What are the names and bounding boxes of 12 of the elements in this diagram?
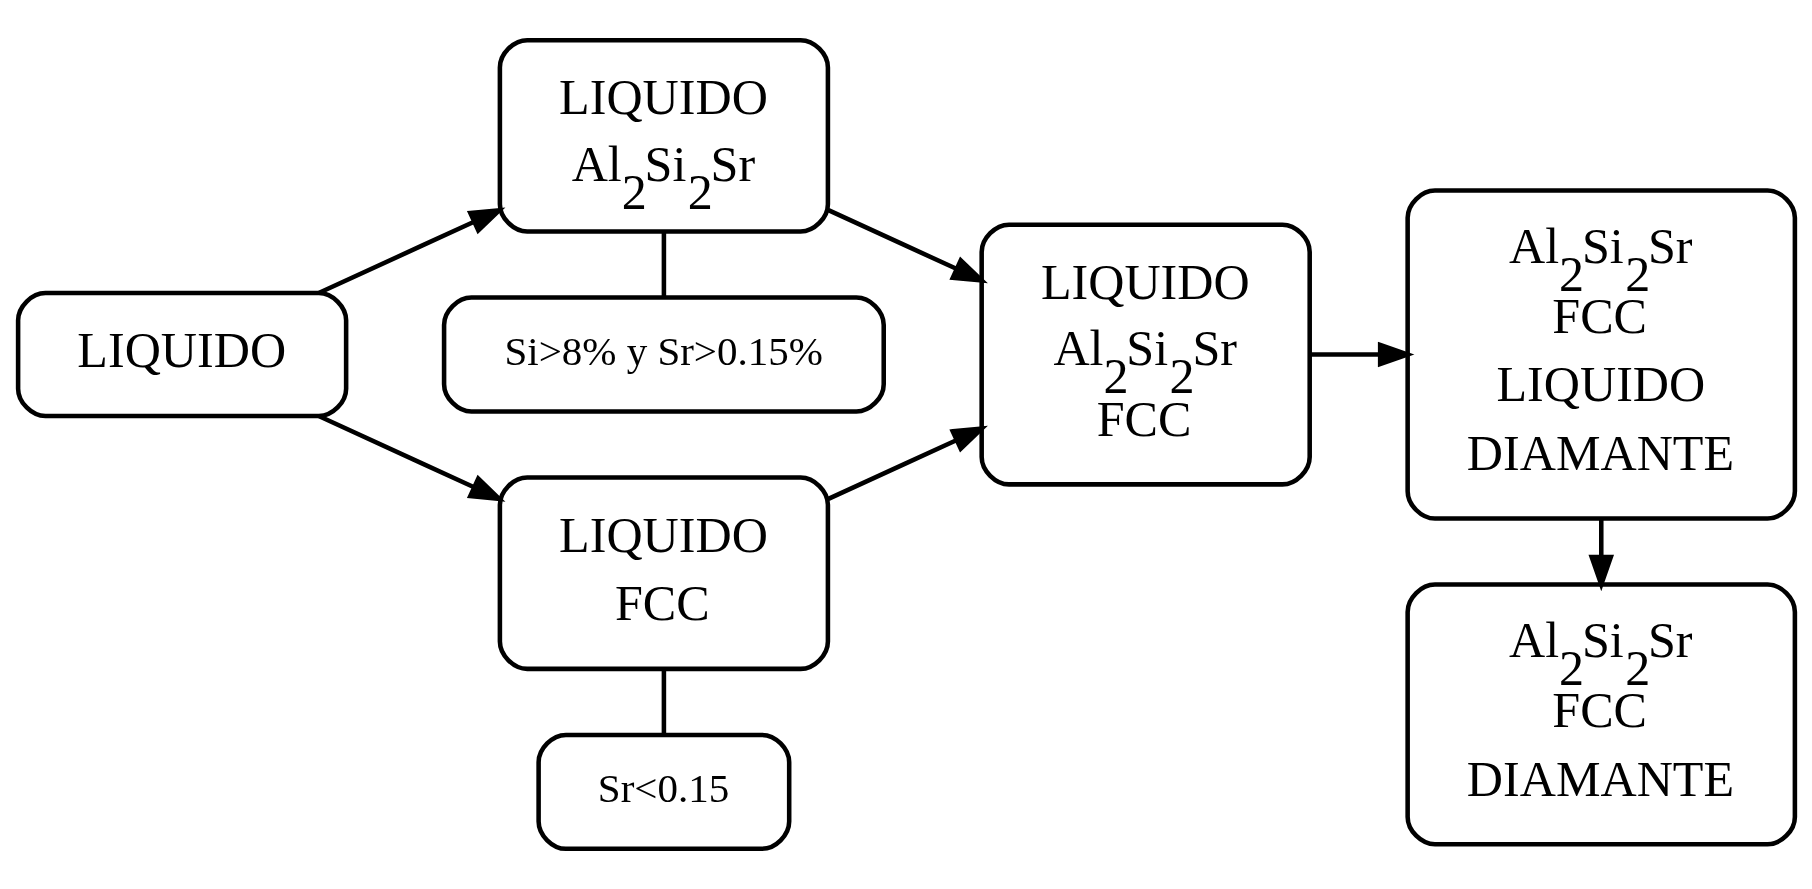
arrow [317, 207, 505, 295]
node-box: LIQUIDO FCC [497, 475, 830, 672]
connector [661, 231, 666, 298]
arrow [1588, 518, 1614, 592]
arrow [317, 414, 505, 502]
arrow [1309, 341, 1414, 368]
node-box: Si>8% y Sr>0.15% [441, 295, 886, 414]
arrow [826, 208, 988, 284]
node-box: Sr<0.15 [535, 732, 791, 852]
connector [661, 669, 666, 735]
arrow [826, 425, 988, 501]
node-box: LIQUIDO [15, 290, 348, 419]
